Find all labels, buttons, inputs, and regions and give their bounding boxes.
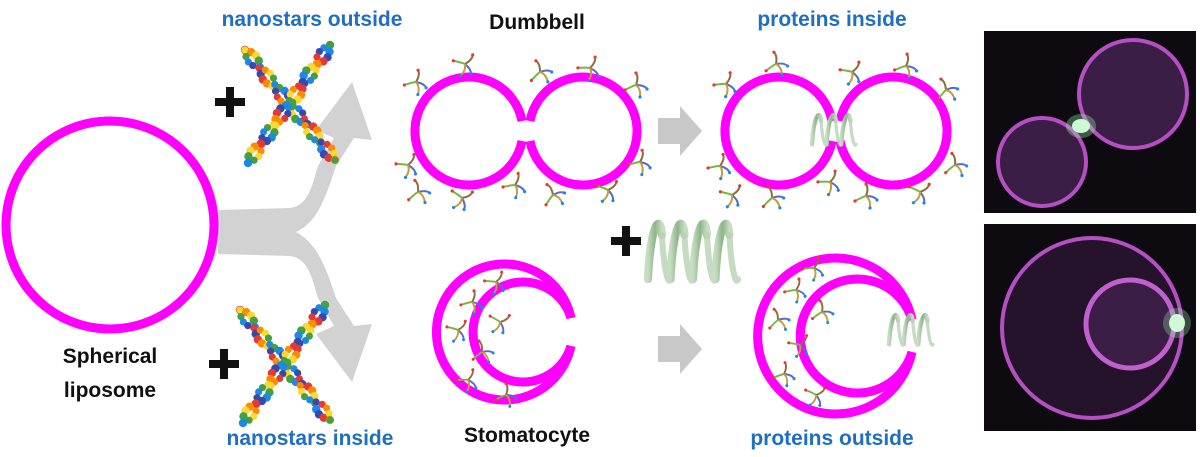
small-nanostar-icon — [445, 319, 467, 343]
small-nanostars — [394, 50, 969, 408]
small-nanostar-icon — [907, 182, 931, 205]
arrow-icon-top — [658, 106, 702, 156]
micrograph-stomatocyte — [984, 224, 1196, 431]
micrograph-dumbbell — [984, 31, 1196, 213]
small-nanostar-icon — [853, 182, 879, 210]
dumbbell-liposome — [410, 72, 642, 190]
small-nanostar-icon — [626, 148, 652, 177]
small-nanostar-icon — [402, 68, 428, 97]
small-nanostar-icon — [455, 368, 478, 394]
helical-protein-icon-large — [643, 219, 742, 284]
small-nanostar-icon — [471, 339, 495, 364]
small-nanostar-icon — [501, 171, 527, 200]
small-nanostar-icon — [718, 184, 742, 209]
small-nanostar-icon — [544, 183, 567, 207]
small-nanostar-icon — [450, 189, 474, 212]
small-nanostar-icon — [787, 334, 809, 359]
plus-icon-bottom — [209, 349, 239, 379]
helical-protein-icon-dumbbell — [809, 113, 858, 147]
dumbbell-liposome-with-protein — [720, 72, 952, 190]
small-nanostar-icon — [838, 60, 861, 86]
small-nanostar-icon — [944, 151, 969, 178]
small-nanostar-icon — [451, 53, 475, 78]
plus-icon-middle — [611, 226, 641, 256]
small-nanostar-icon — [816, 169, 840, 197]
small-nanostar-icon — [529, 59, 554, 84]
small-nanostar-icon — [768, 307, 791, 331]
small-nanostar-icon — [483, 270, 505, 296]
label-dumbbell: Dumbbell — [489, 11, 585, 34]
small-nanostar-icon — [576, 55, 600, 83]
label-spherical: Spherical — [62, 345, 158, 368]
stomatocyte-liposome-with-protein — [753, 253, 917, 419]
small-nanostar-icon — [936, 77, 960, 101]
small-nanostar-icon — [706, 152, 732, 181]
helical-protein-icon-stomatocyte — [886, 313, 935, 347]
small-nanostar-icon — [407, 178, 432, 205]
label-proteins-outside: proteins outside — [750, 427, 914, 450]
label-proteins-inside: proteins inside — [757, 8, 907, 31]
stomatocyte-liposome — [432, 259, 576, 405]
spherical-liposome — [1, 116, 219, 334]
dna-nanostar-icon-bottom — [235, 300, 335, 428]
small-nanostar-icon — [494, 382, 518, 408]
small-nanostar-icon — [811, 299, 835, 325]
label-nanostars-outside: nanostars outside — [221, 8, 403, 31]
small-nanostar-icon — [459, 289, 484, 316]
small-nanostar-icon — [712, 71, 737, 99]
small-nanostar-icon — [394, 153, 418, 179]
label-stomatocyte: Stomatocyte — [463, 424, 591, 447]
plus-icon-top — [215, 87, 245, 117]
small-nanostar-icon — [771, 361, 796, 388]
small-nanostar-icon — [783, 277, 807, 304]
small-nanostar-icon — [804, 386, 827, 407]
small-nanostar-icon — [761, 185, 786, 210]
label-liposome: liposome — [63, 379, 157, 402]
small-nanostar-icon — [893, 52, 919, 80]
small-nanostar-icon — [595, 179, 619, 203]
small-nanostar-icon — [764, 50, 790, 77]
arrow-icon-bottom — [658, 324, 702, 374]
label-nanostars-inside: nanostars inside — [226, 427, 394, 450]
small-nanostar-icon — [801, 255, 825, 282]
dna-nanostar-icon-top — [240, 40, 340, 168]
small-nanostar-icon — [488, 313, 511, 335]
small-nanostar-icon — [623, 71, 649, 99]
